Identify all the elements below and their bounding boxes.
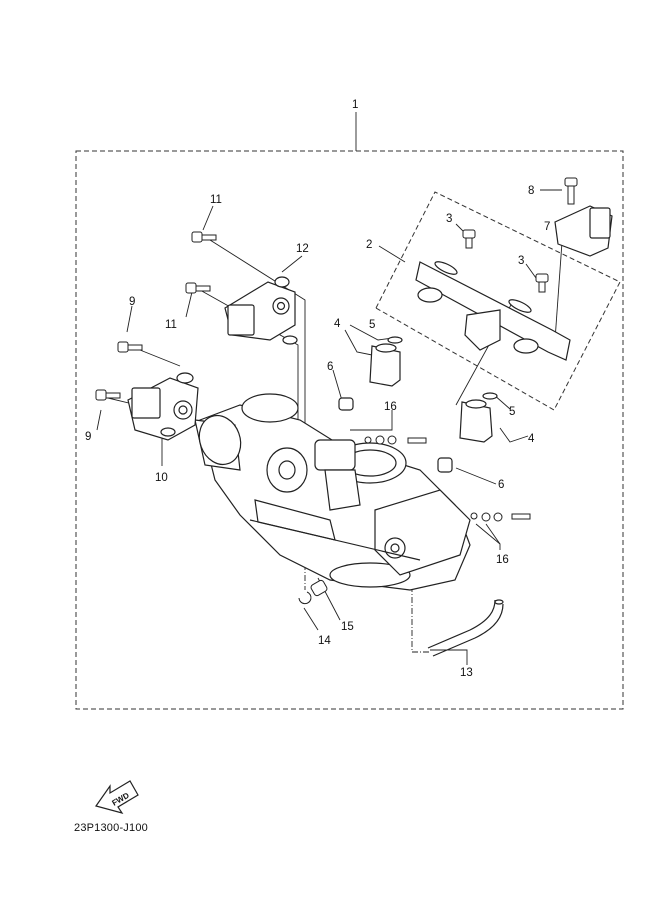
- callout-11b: 11: [165, 319, 177, 331]
- injectors: [338, 336, 498, 473]
- bolt-11a: [191, 231, 217, 243]
- bolt-11b: [185, 282, 211, 294]
- callout-4a: 4: [334, 318, 341, 330]
- hose-13: [427, 599, 504, 657]
- bolt-9a: [117, 341, 143, 353]
- callout-11a: 11: [210, 194, 222, 206]
- bolts: [95, 177, 578, 522]
- fuel-rail: [415, 261, 571, 361]
- injector-upper: [338, 336, 403, 411]
- fwd-arrow-icon: FWD: [95, 780, 139, 814]
- callout-14: 14: [318, 635, 331, 647]
- diagram-code: 23P1300-J100: [74, 822, 148, 834]
- callout-2: 2: [366, 239, 372, 251]
- callout-1: 1: [352, 99, 358, 111]
- callout-7: 7: [544, 221, 550, 233]
- bolt-9b: [95, 389, 121, 401]
- throttle-body: [194, 393, 471, 591]
- fuel-rail-subassembly-frame: [375, 191, 621, 411]
- callout-3a: 3: [446, 213, 452, 225]
- bolt-3a: [462, 229, 476, 249]
- callout-12: 12: [296, 243, 309, 255]
- callout-8: 8: [528, 185, 534, 197]
- callout-9b: 9: [85, 431, 91, 443]
- callout-6a: 6: [327, 361, 333, 373]
- bolt-3b: [535, 273, 549, 293]
- screw-16b: [470, 512, 531, 522]
- callouts: 1 2 3 3 4 4 5 5 6 6 7 8 9 9 10 11 11 12 …: [85, 99, 550, 679]
- assembly-frame: [75, 150, 624, 710]
- sensor-7: [554, 205, 613, 257]
- callout-6b: 6: [498, 479, 504, 491]
- callout-9a: 9: [129, 296, 135, 308]
- callout-15: 15: [341, 621, 354, 633]
- intake-pressure-sensor: [224, 276, 298, 345]
- screw-16a: [364, 435, 427, 445]
- throttle-position-sensor: [127, 372, 199, 441]
- callout-10: 10: [155, 472, 168, 484]
- callout-16a: 16: [384, 401, 397, 413]
- callout-16b: 16: [496, 554, 509, 566]
- callout-3b: 3: [518, 255, 524, 267]
- callout-4b: 4: [528, 433, 535, 445]
- callout-5a: 5: [369, 319, 375, 331]
- small-parts: [298, 579, 328, 605]
- callout-13: 13: [460, 667, 473, 679]
- bolt-8: [564, 177, 578, 205]
- injector-lower: [437, 392, 498, 473]
- callout-5b: 5: [509, 406, 515, 418]
